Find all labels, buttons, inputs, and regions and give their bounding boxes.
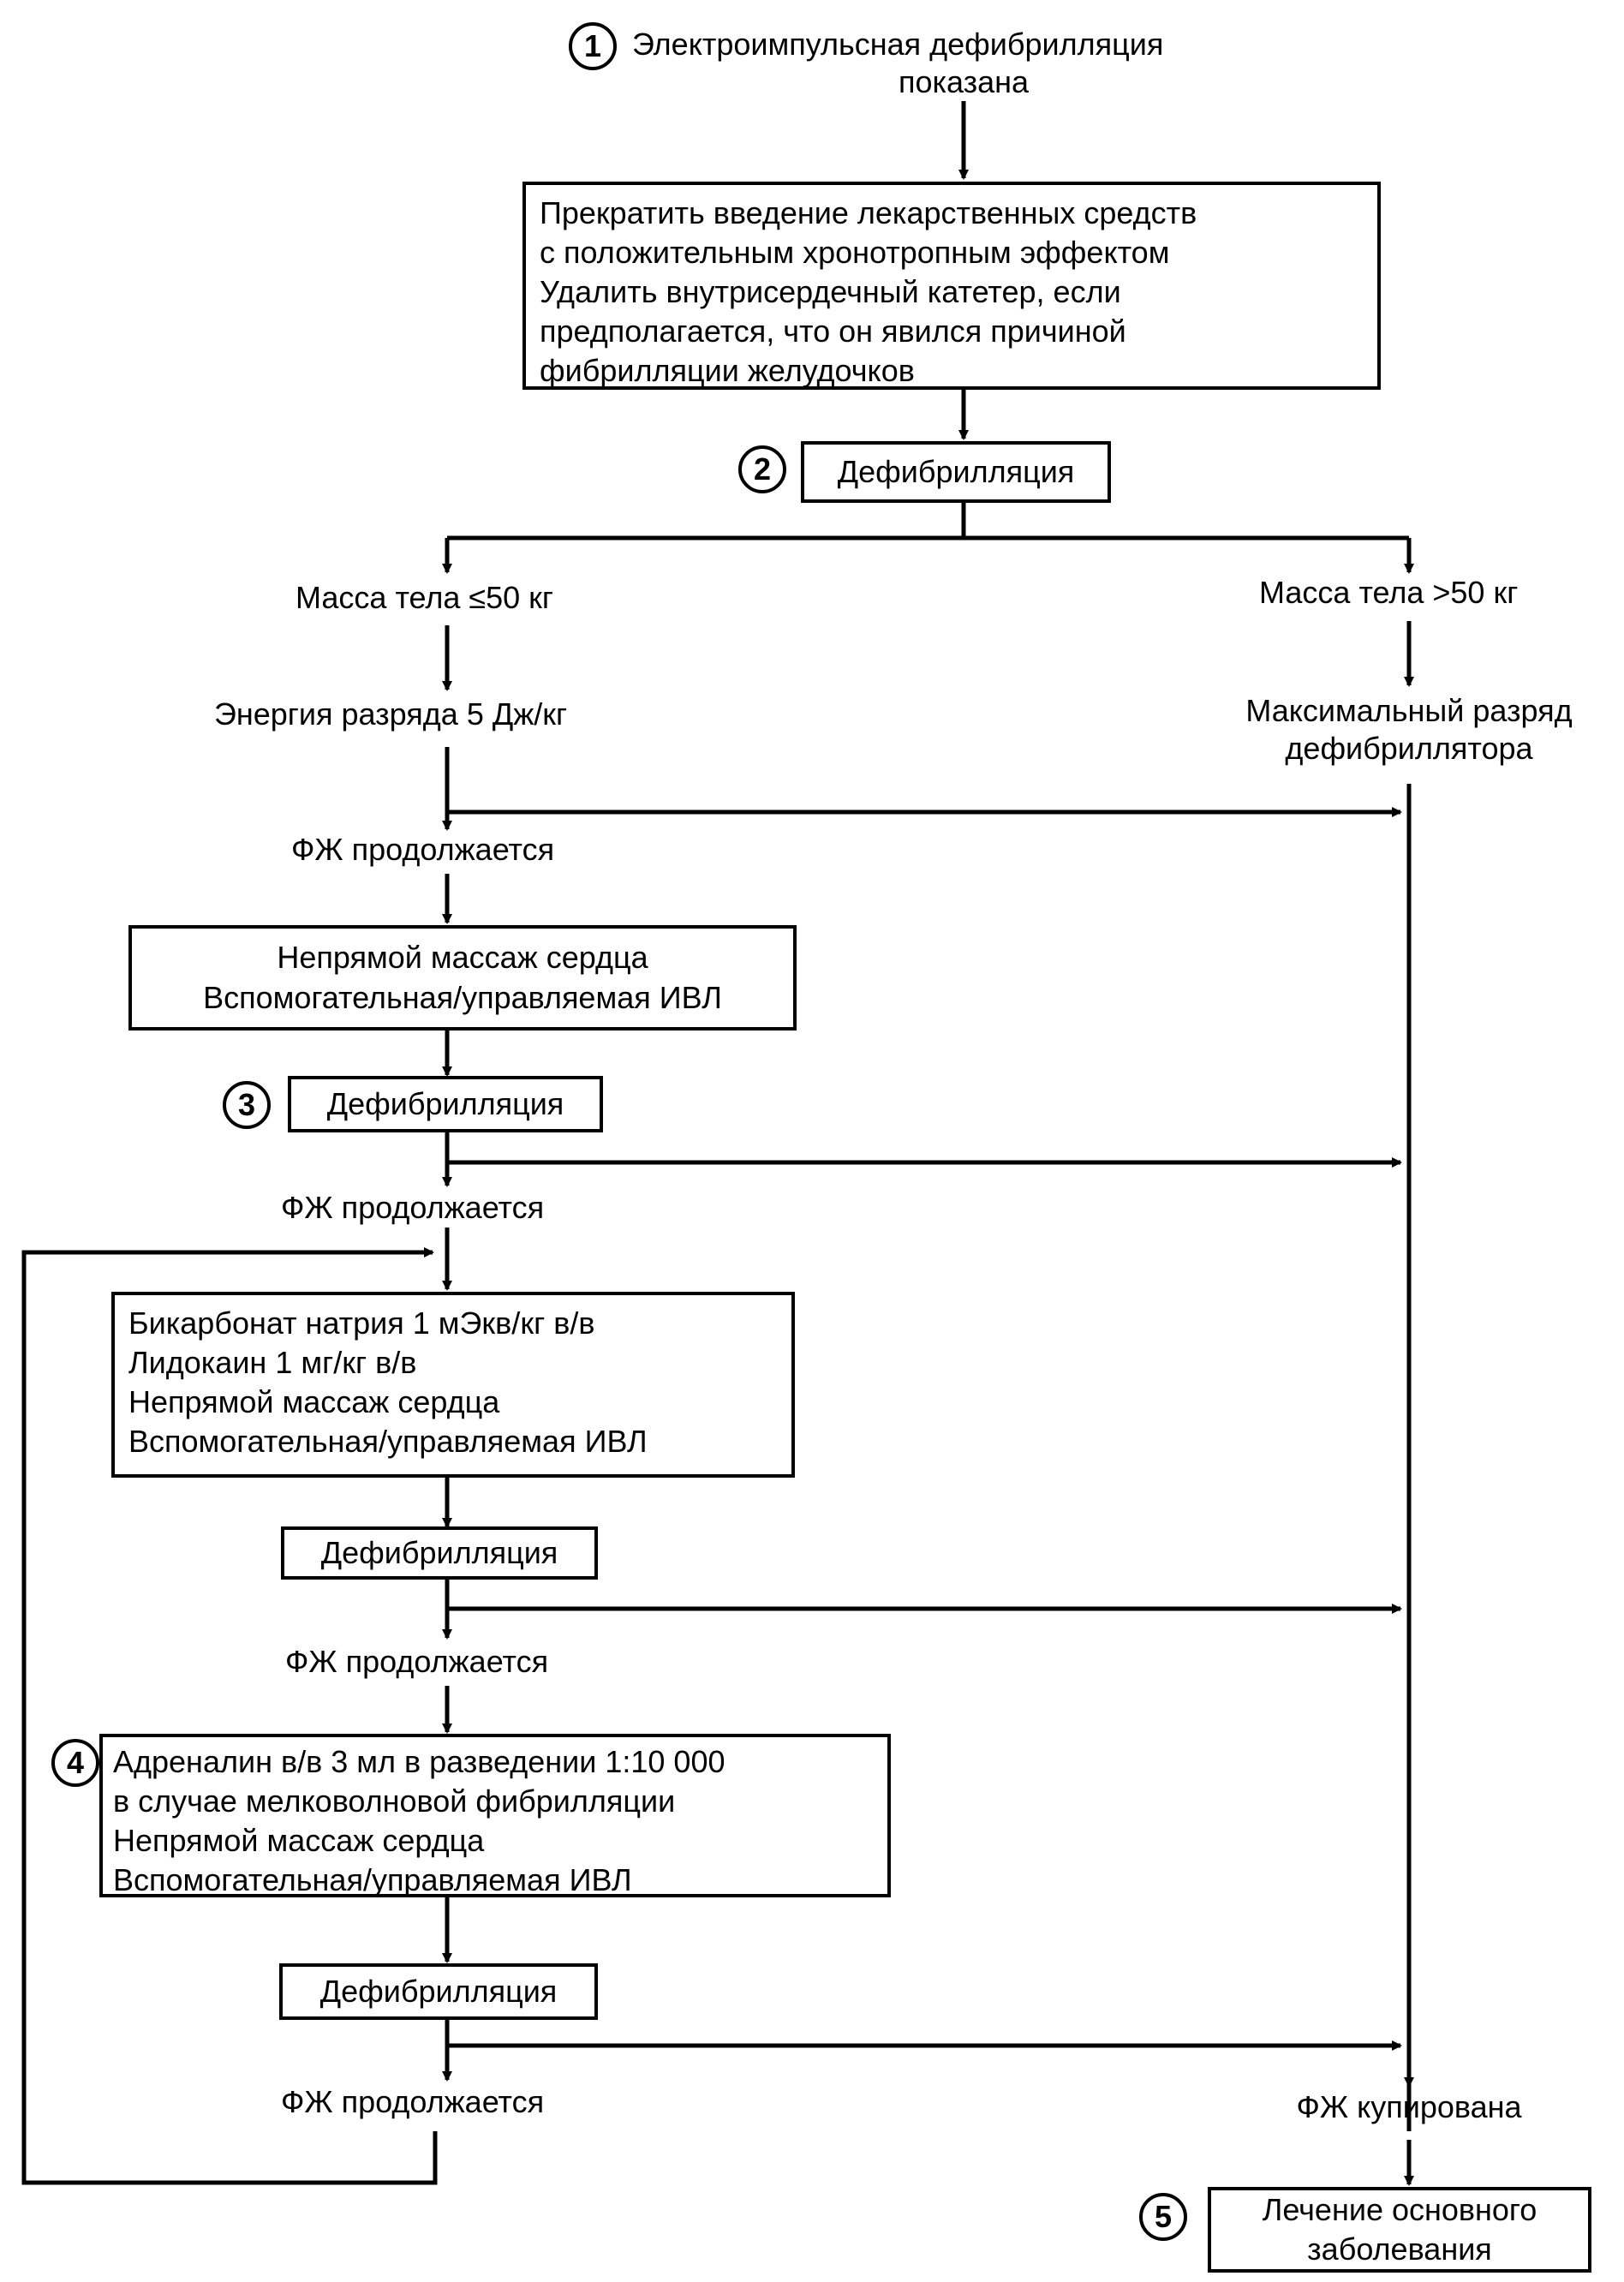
box-bicarb-line-4: Вспомогательная/управляемая ИВЛ [128,1424,648,1460]
box-stop-drugs: Прекратить введение лекарственных средст… [522,182,1381,390]
box-massage-line-2: Вспомогательная/управляемая ИВЛ [203,979,722,1015]
box-adrenaline-line-4: Вспомогательная/управляемая ИВЛ [113,1862,632,1898]
energy-low-label: Энергия разряда 5 Дж/кг [214,696,568,732]
start-line-2: показана [898,64,1030,99]
box-bicarb-line-2: Лидокаин 1 мг/кг в/в [128,1345,417,1381]
box-treat-underlying: Лечение основного заболевания [1208,2187,1591,2273]
box-defib-2-label: Дефибрилляция [326,1085,564,1121]
box-defib-2: Дефибрилляция [288,1076,603,1132]
energy-high-line-1: Максимальный разряд [1245,693,1573,728]
box-massage-line-1: Непрямой массаж сердца [277,940,648,976]
box-adrenaline-line-2: в случае мелковолновой фибрилляции [113,1783,676,1819]
box-bicarb-line-3: Непрямой массаж сердца [128,1384,500,1420]
box-defib-3: Дефибрилляция [281,1526,598,1580]
box-stop-line-2: с положительным хронотропным эффектом [540,235,1170,271]
box-bicarbonate: Бикарбонат натрия 1 мЭкв/кг в/в Лидокаин… [111,1292,795,1478]
mass-low-label: Масса тела ≤50 кг [296,580,554,615]
box-stop-line-3: Удалить внутрисердечный катетер, если [540,274,1121,310]
box-adrenaline: Адреналин в/в 3 мл в разведении 1:10 000… [99,1734,891,1897]
vf-continues-3: ФЖ продолжается [285,1644,549,1679]
box-adrenaline-line-1: Адреналин в/в 3 мл в разведении 1:10 000 [113,1744,725,1779]
start-line-1: Электроимпульсная дефибрилляция [632,27,1164,62]
box-defib-4-label: Дефибрилляция [319,1973,558,2009]
box-adrenaline-line-3: Непрямой массаж сердца [113,1823,485,1859]
step-4-marker: 4 [51,1739,99,1787]
vf-continues-2: ФЖ продолжается [281,1190,545,1225]
box-stop-line-1: Прекратить введение лекарственных средст… [540,195,1197,230]
box-treat-line-2: заболевания [1307,2231,1492,2267]
vf-continues-4: ФЖ продолжается [281,2084,545,2119]
step-1-marker: 1 [569,22,617,70]
energy-high-line-2: дефибриллятора [1285,731,1533,766]
box-stop-line-4: предполагается, что он явился причиной [540,314,1126,349]
box-defib-4: Дефибрилляция [279,1963,598,2020]
step-5-marker: 5 [1139,2193,1187,2241]
box-defib-3-label: Дефибрилляция [320,1534,558,1570]
step-2-marker: 2 [738,445,786,493]
mass-high-label: Масса тела >50 кг [1259,575,1519,610]
box-treat-line-1: Лечение основного [1262,2191,1537,2227]
box-massage: Непрямой массаж сердца Вспомогательная/у… [128,925,797,1030]
arrow-loop-back [21,1247,438,2185]
vf-stopped-label: ФЖ купирована [1296,2089,1522,2124]
box-defib-1-label: Дефибрилляция [837,453,1075,489]
step-3-marker: 3 [223,1081,271,1129]
box-defib-1: Дефибрилляция [801,441,1111,503]
box-stop-line-5: фибрилляции желудочков [540,353,915,389]
vf-continues-1: ФЖ продолжается [291,832,555,867]
box-bicarb-line-1: Бикарбонат натрия 1 мЭкв/кг в/в [128,1305,595,1341]
